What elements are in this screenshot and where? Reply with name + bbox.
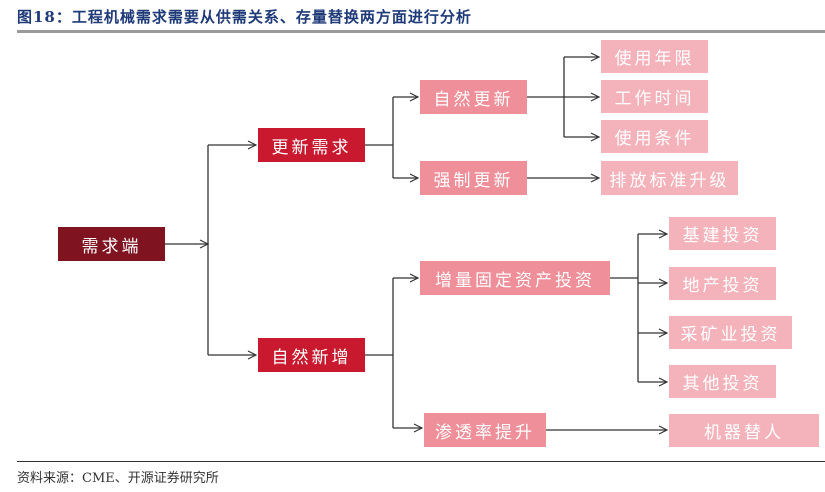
figure-title: 图18：工程机械需求需要从供需关系、存量替换两方面进行分析 (17, 8, 472, 26)
node-fixed-asset-investment: 增量固定资产投资 (420, 261, 610, 295)
node-demand-side: 需求端 (58, 227, 165, 261)
node-penetration-increase: 渗透率提升 (424, 413, 546, 447)
node-renewal-demand: 更新需求 (258, 128, 365, 162)
node-mining-investment: 采矿业投资 (669, 316, 792, 349)
source-note: 资料来源：CME、开源证券研究所 (17, 471, 219, 486)
node-natural-renewal: 自然更新 (420, 80, 527, 114)
node-usage-conditions: 使用条件 (601, 120, 708, 153)
title-divider (17, 30, 825, 33)
source-divider (17, 461, 825, 462)
node-forced-renewal: 强制更新 (420, 161, 527, 195)
node-service-life: 使用年限 (601, 40, 708, 73)
node-other-investment: 其他投资 (669, 365, 776, 398)
node-working-hours: 工作时间 (601, 80, 708, 113)
node-real-estate-investment: 地产投资 (669, 267, 776, 300)
node-robot-replacement: 机器替人 (669, 414, 819, 447)
node-new-demand: 自然新增 (258, 338, 365, 372)
node-emission-standard-upgrade: 排放标准升级 (601, 161, 738, 195)
node-infrastructure-investment: 基建投资 (669, 217, 776, 250)
